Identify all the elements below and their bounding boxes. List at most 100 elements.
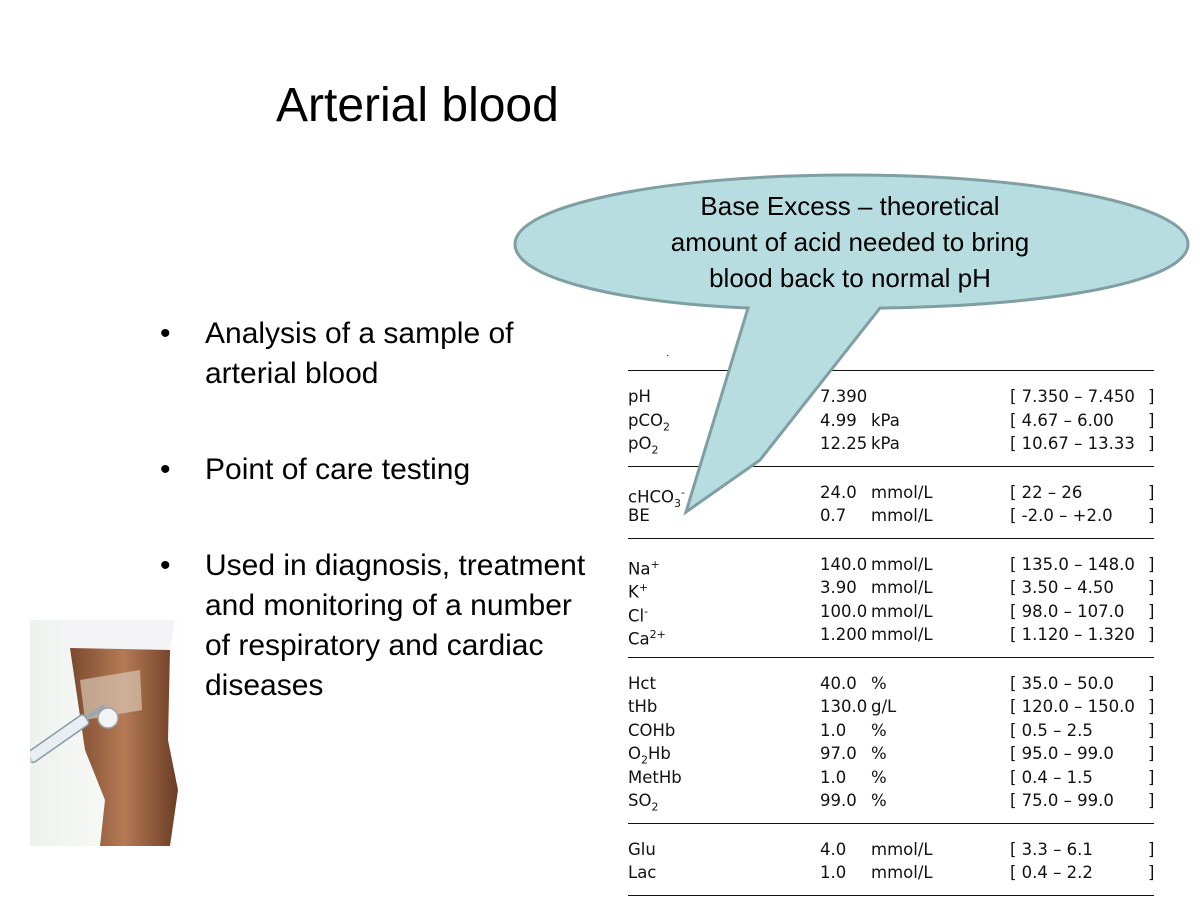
arterial-sample-photo (30, 620, 190, 846)
bullet-item: • Analysis of a sample of arterial blood (160, 314, 600, 394)
blood-gas-results: pH 7.390 [ 7.350 – 7.450 ] pCO2 4.99 kPa… (628, 370, 1154, 896)
result-row: cHCO3- 24.0 mmol/L [ 22 – 26 ] (628, 481, 1155, 510)
result-value: 7.390 (820, 387, 868, 406)
result-row: K+ 3.90 mmol/L [ 3.50 – 4.50 ] (628, 576, 1155, 602)
result-range-close: ] (1148, 482, 1155, 502)
result-unit: g/L (871, 697, 897, 716)
result-range-close: ] (1148, 554, 1155, 574)
result-unit: % (871, 767, 887, 787)
result-unit: mmol/L (871, 506, 933, 525)
result-group-metabolites: Glu 4.0 mmol/L [ 3.3 – 6.1 ] Lac 1.0 mmo… (628, 822, 1154, 896)
result-param: Na+ (628, 557, 660, 579)
result-range: [ 4.67 – 6.00 (1010, 410, 1114, 430)
result-value: 99.0 (820, 791, 857, 810)
result-range-close: ] (1148, 601, 1155, 621)
result-param: pH (628, 387, 651, 406)
callout-line: Base Excess – theoretical (700, 191, 1000, 221)
result-range: [ -2.0 – +2.0 (1010, 506, 1113, 525)
bullet-dot-icon: • (160, 317, 171, 350)
result-range-close: ] (1148, 673, 1155, 693)
result-unit: mmol/L (871, 578, 933, 597)
result-value: 97.0 (820, 744, 857, 763)
result-range: [ 0.4 – 1.5 (1010, 767, 1093, 787)
bullet-dot-icon: • (160, 549, 171, 582)
result-param: K+ (628, 581, 649, 602)
result-unit: % (871, 673, 887, 693)
result-row: Lac 1.0 mmol/L [ 0.4 – 2.2 ] (628, 861, 1154, 885)
result-group-bicarbonate: cHCO3- 24.0 mmol/L [ 22 – 26 ] BE 0.7 mm… (628, 465, 1155, 538)
tiny-dot: · (666, 350, 670, 361)
result-row: SO2 99.0 % [ 75.0 – 99.0 ] (628, 789, 1154, 813)
bullet-item: • Used in diagnosis, treatment and monit… (160, 546, 600, 706)
result-range: [ 0.4 – 2.2 (1010, 863, 1093, 882)
result-row: pH 7.390 [ 7.350 – 7.450 ] (628, 385, 1154, 409)
result-param: O2Hb (628, 744, 671, 767)
result-row: pCO2 4.99 kPa [ 4.67 – 6.00 ] (628, 409, 1154, 433)
result-range-close: ] (1148, 720, 1155, 740)
result-value: 4.0 (820, 839, 847, 859)
result-row: Glu 4.0 mmol/L [ 3.3 – 6.1 ] (628, 838, 1154, 862)
result-value: 40.0 (820, 673, 857, 693)
result-value: 24.0 (820, 482, 857, 502)
result-value: 100.0 (820, 601, 868, 621)
result-row: BE 0.7 mmol/L [ -2.0 – +2.0 ] (628, 504, 1154, 528)
result-row: pO2 12.25 kPa [ 10.67 – 13.33 ] (628, 432, 1154, 456)
result-range: [ 22 – 26 (1010, 482, 1083, 502)
result-value: 1.0 (820, 767, 847, 787)
result-param: BE (628, 506, 650, 525)
result-unit: mmol/L (871, 839, 933, 859)
result-range: [ 75.0 – 99.0 (1010, 791, 1114, 810)
result-range: [ 1.120 – 1.320 (1010, 625, 1135, 644)
bullet-text: Analysis of a sample of arterial blood (205, 317, 514, 390)
result-value: 140.0 (820, 554, 868, 574)
result-param: MetHb (628, 767, 682, 787)
result-value: 3.90 (820, 578, 857, 597)
result-param: COHb (628, 720, 676, 740)
result-range: [ 10.67 – 13.33 (1010, 434, 1135, 453)
result-value: 1.0 (820, 720, 847, 740)
result-value: 1.200 (820, 625, 868, 644)
result-range-close: ] (1148, 625, 1155, 644)
bullet-text: Used in diagnosis, treatment and monitor… (205, 549, 586, 702)
result-row: O2Hb 97.0 % [ 95.0 – 99.0 ] (628, 742, 1154, 766)
result-unit: mmol/L (871, 863, 933, 882)
result-param: Hct (628, 673, 656, 693)
bullet-item: • Point of care testing (160, 450, 600, 490)
result-range-close: ] (1148, 506, 1155, 525)
result-param: tHb (628, 697, 658, 716)
result-group-electrolytes: Na+ 140.0 mmol/L [ 135.0 – 148.0 ] K+ 3.… (628, 537, 1155, 657)
result-param: Cl- (628, 604, 649, 626)
bullet-list: • Analysis of a sample of arterial blood… (160, 314, 600, 762)
result-range: [ 135.0 – 148.0 (1010, 554, 1135, 574)
result-range-close: ] (1148, 791, 1155, 810)
result-range-close: ] (1148, 839, 1155, 859)
result-unit: mmol/L (871, 554, 933, 574)
result-range: [ 3.50 – 4.50 (1010, 578, 1114, 597)
result-range: [ 3.3 – 6.1 (1010, 839, 1093, 859)
slide-title: Arterial blood (276, 79, 559, 132)
result-range: [ 7.350 – 7.450 (1010, 387, 1135, 406)
result-unit: % (871, 791, 887, 810)
result-range-close: ] (1148, 697, 1155, 716)
result-unit: kPa (871, 410, 900, 430)
result-value: 1.0 (820, 863, 847, 882)
result-param: SO2 (628, 791, 659, 814)
result-range-close: ] (1148, 578, 1155, 597)
result-range-close: ] (1148, 387, 1155, 406)
result-row: Hct 40.0 % [ 35.0 – 50.0 ] (628, 672, 1154, 696)
result-range-close: ] (1148, 434, 1155, 453)
result-row: COHb 1.0 % [ 0.5 – 2.5 ] (628, 719, 1154, 743)
result-range-close: ] (1148, 410, 1155, 430)
result-row: Ca2+ 1.200 mmol/L [ 1.120 – 1.320 ] (628, 623, 1155, 649)
callout-text: Base Excess – theoretical amount of acid… (600, 188, 1100, 296)
callout-line: blood back to normal pH (709, 263, 991, 293)
result-range: [ 98.0 – 107.0 (1010, 601, 1125, 621)
result-range-close: ] (1148, 863, 1155, 882)
result-row: Cl- 100.0 mmol/L [ 98.0 – 107.0 ] (628, 600, 1155, 626)
result-unit: kPa (871, 434, 900, 453)
result-unit: % (871, 720, 887, 740)
result-range: [ 0.5 – 2.5 (1010, 720, 1093, 740)
result-range-close: ] (1148, 767, 1155, 787)
result-unit: mmol/L (871, 601, 933, 621)
